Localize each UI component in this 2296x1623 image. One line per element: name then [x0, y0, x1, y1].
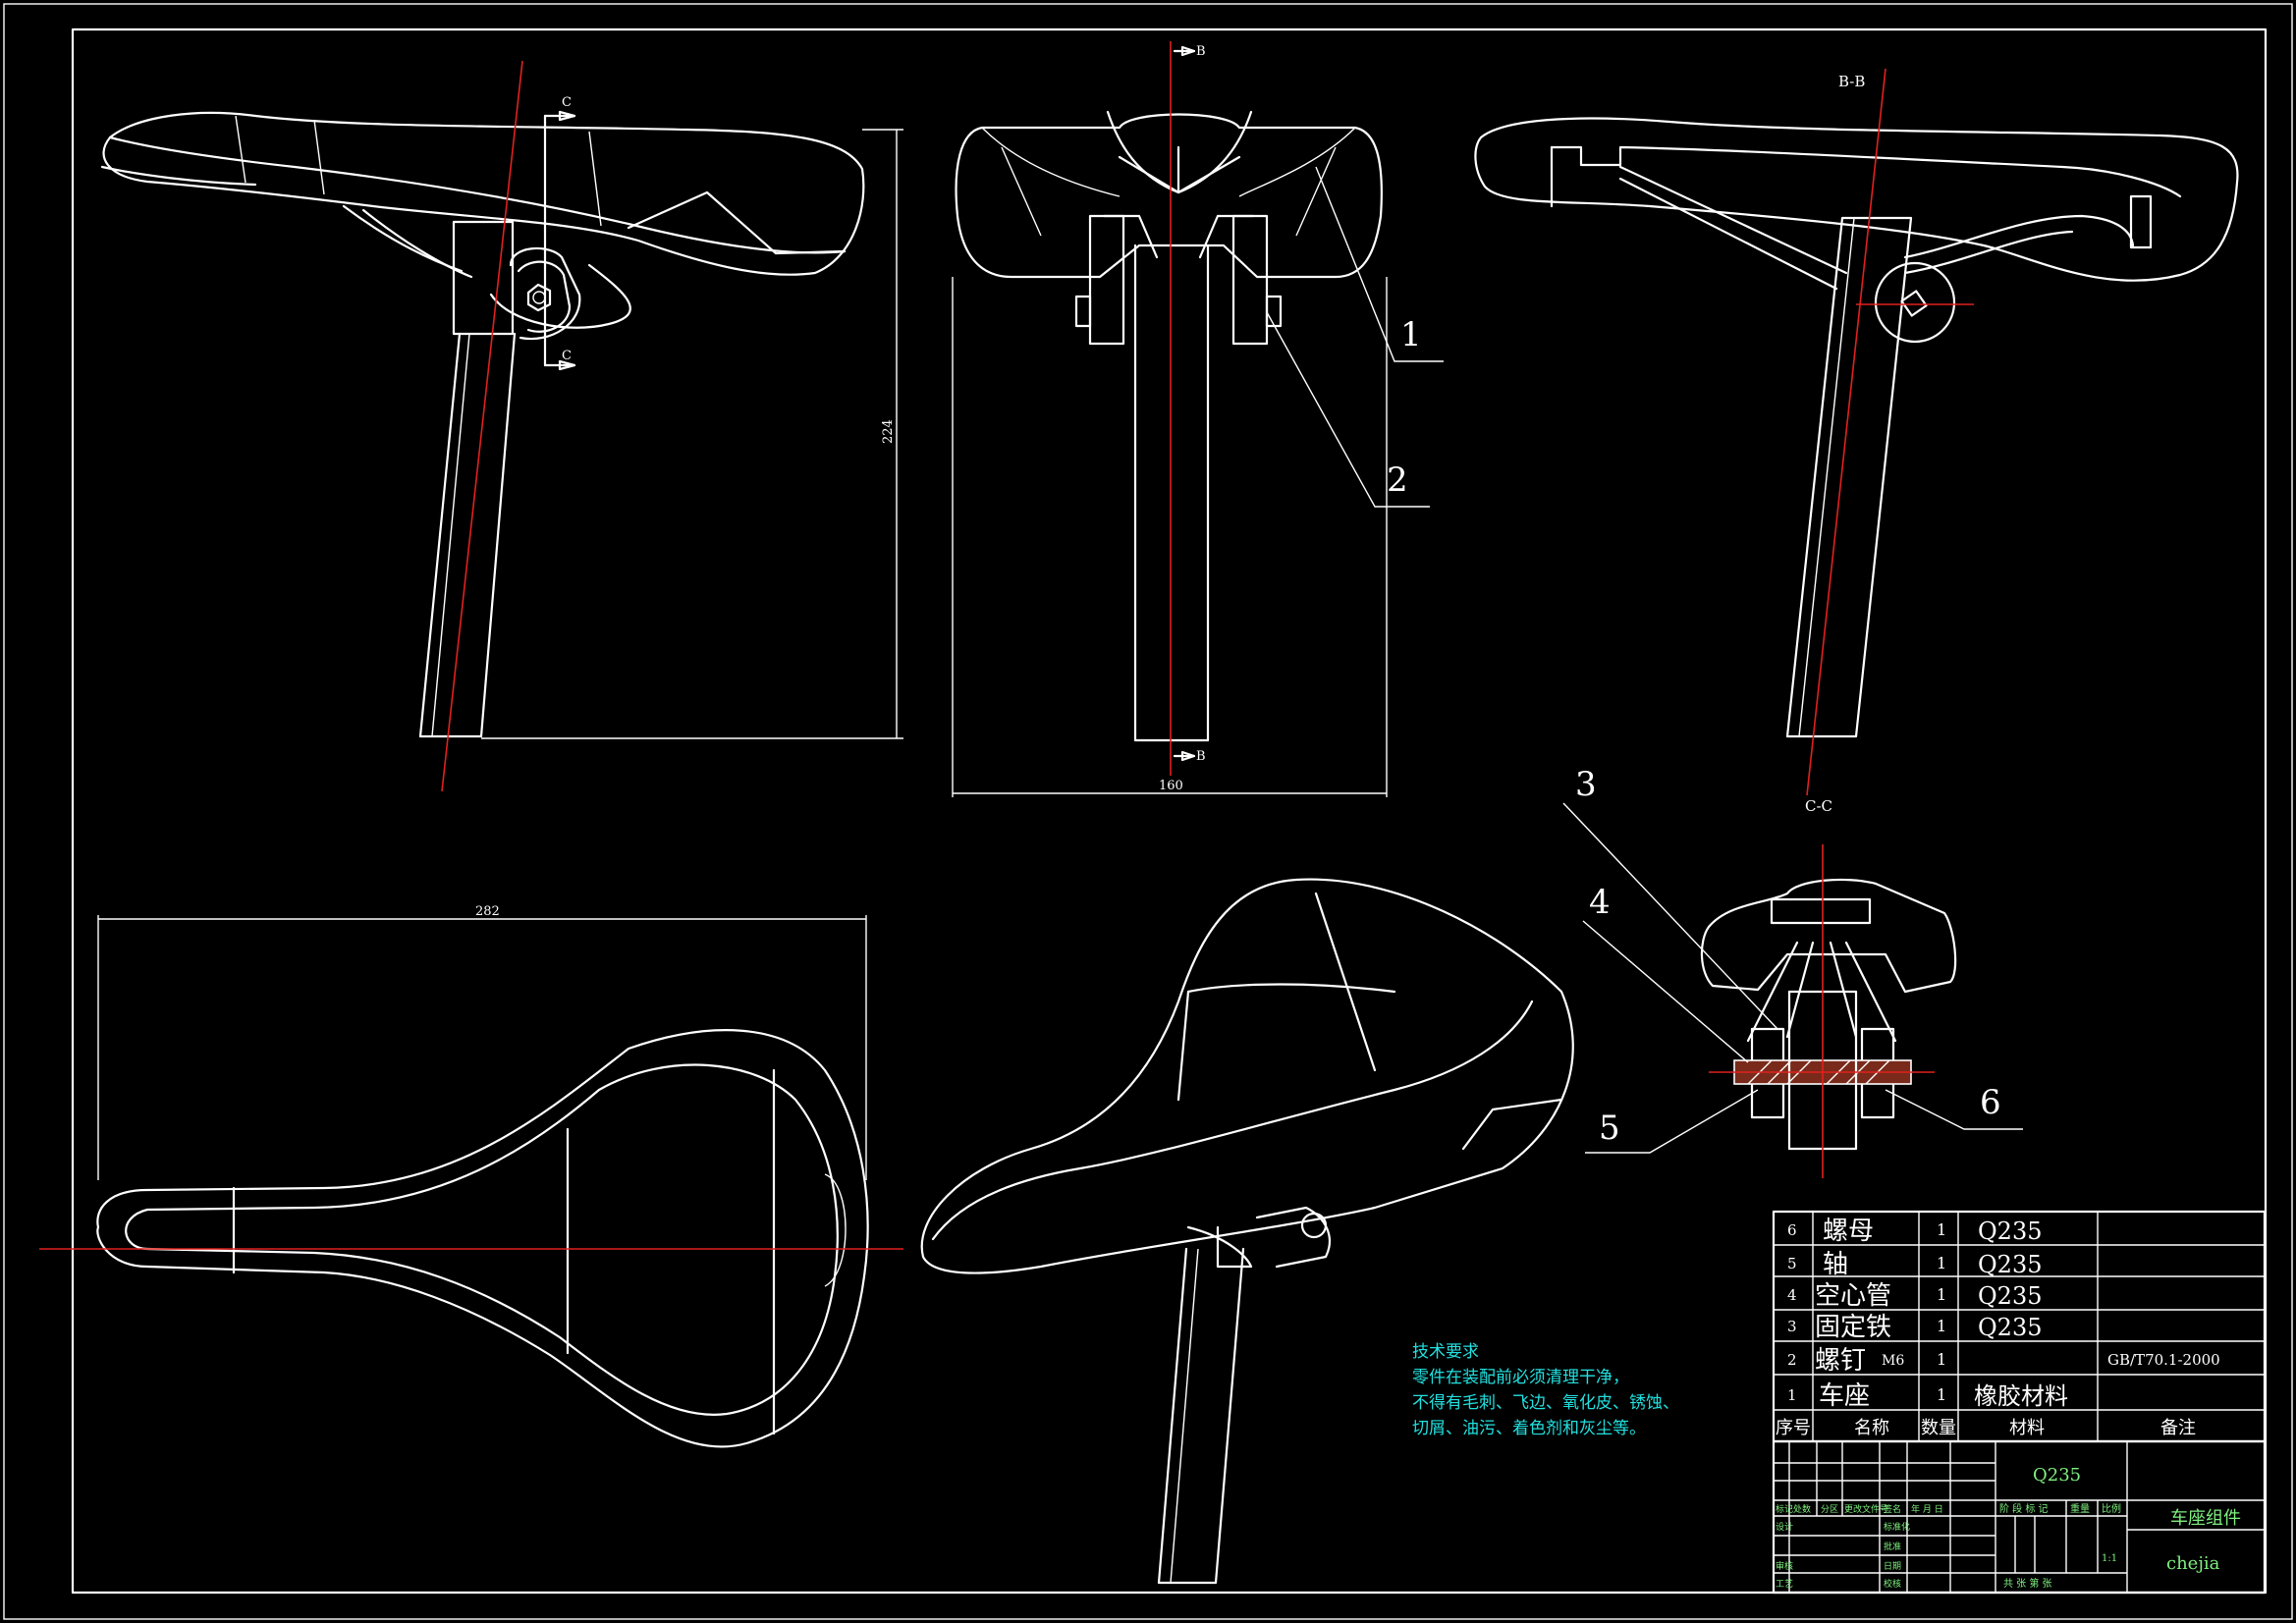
mid-label-standard: 标准化	[1884, 1521, 1910, 1533]
parts-row-1: 1 车座 1 橡胶材料	[1787, 1381, 2068, 1411]
parts-qty: 1	[1937, 1317, 1946, 1335]
top-view: 282	[39, 904, 903, 1448]
parts-material: Q235	[1978, 1314, 2042, 1341]
view-bb-label: B-B	[1838, 73, 1865, 90]
section-b-bottom: B	[1196, 749, 1206, 764]
left-label-design: 设计	[1776, 1521, 1793, 1533]
side-view: C C 224	[100, 60, 903, 792]
isometric-view	[920, 878, 1574, 1585]
parts-qty: 1	[1937, 1385, 1946, 1404]
parts-name: 固定铁	[1815, 1313, 1891, 1342]
parts-spec: M6	[1882, 1353, 1904, 1369]
parts-row-2: 2 螺钉 M6 1 GB/T70.1-2000	[1787, 1346, 2220, 1376]
technical-requirements: 技术要求 零件在装配前必须清理干净， 不得有毛刺、飞边、氧化皮、锈蚀、 切屑、油…	[1412, 1342, 1679, 1438]
section-cc-view: C-C 3 4 5 6	[1562, 765, 2023, 1178]
weight-label: 重量	[2070, 1502, 2090, 1515]
dim-height: 224	[881, 419, 896, 444]
section-c-top: C	[562, 95, 572, 110]
row-label-mark: 标记	[1776, 1503, 1793, 1515]
parts-name: 螺钉	[1815, 1346, 1866, 1376]
parts-material: Q235	[1978, 1282, 2042, 1310]
parts-qty: 1	[1937, 1285, 1946, 1304]
left-label-process: 工艺	[1776, 1579, 1793, 1590]
title-block: Q235 车座组件 chejia 1:1 阶 段 标 记 重量 比例 共 张 第…	[1772, 1439, 2267, 1595]
view-cc-label: C-C	[1805, 797, 1832, 815]
leader-1: 1	[1400, 315, 1422, 354]
parts-row-5: 5 轴 1 Q235	[1787, 1250, 2042, 1279]
leader-5: 5	[1599, 1109, 1620, 1148]
header-no: 序号	[1776, 1418, 1811, 1438]
tech-title: 技术要求	[1412, 1342, 1479, 1362]
section-b-top: B	[1196, 44, 1206, 59]
parts-row-6: 6 螺母 1 Q235	[1787, 1217, 2042, 1246]
leader-4: 4	[1589, 883, 1611, 922]
parts-material: Q235	[1978, 1217, 2042, 1245]
parts-row-4: 4 空心管 1 Q235	[1787, 1281, 2042, 1311]
parts-no: 2	[1787, 1351, 1797, 1369]
mid-label-date: 日期	[1884, 1561, 1901, 1572]
drawing-code: chejia	[2166, 1553, 2220, 1574]
leader-6: 6	[1980, 1083, 2001, 1122]
dim-front-width: 160	[1159, 779, 1183, 793]
parts-name: 空心管	[1815, 1281, 1891, 1311]
leader-3: 3	[1575, 765, 1597, 804]
parts-no: 3	[1787, 1318, 1797, 1335]
drawing-name: 车座组件	[2170, 1508, 2241, 1529]
dim-top-length: 282	[475, 904, 500, 919]
parts-qty: 1	[1937, 1350, 1946, 1369]
tech-line-1: 零件在装配前必须清理干净，	[1412, 1368, 1629, 1387]
row-label-sign: 签名	[1884, 1503, 1901, 1515]
outer-border	[3, 3, 2293, 1620]
tech-line-2: 不得有毛刺、飞边、氧化皮、锈蚀、	[1412, 1393, 1679, 1413]
parts-name: 车座	[1819, 1381, 1870, 1411]
section-bb-view: B-B	[1474, 68, 2239, 796]
parts-material: Q235	[1978, 1251, 2042, 1278]
row-label-change: 更改文件号	[1844, 1503, 1888, 1515]
parts-no: 4	[1787, 1286, 1797, 1304]
title-material: Q235	[2033, 1465, 2081, 1486]
parts-table: 6 螺母 1 Q235 5 轴 1 Q235 4 空心管 1 Q235 3 固定…	[1772, 1210, 2267, 1443]
parts-no: 1	[1787, 1386, 1797, 1404]
parts-row-3: 3 固定铁 1 Q235	[1787, 1313, 2042, 1342]
parts-qty: 1	[1937, 1220, 1946, 1239]
row-label-date: 年 月 日	[1911, 1503, 1943, 1515]
parts-note: GB/T70.1-2000	[2107, 1351, 2220, 1369]
inner-border	[71, 27, 2268, 1595]
section-c-bottom: C	[562, 349, 572, 363]
parts-no: 5	[1787, 1255, 1797, 1272]
tech-line-3: 切屑、油污、着色剂和灰尘等。	[1412, 1419, 1646, 1438]
row-label-zone: 分区	[1821, 1504, 1838, 1515]
stage-label: 阶 段 标 记	[1999, 1502, 2049, 1515]
parts-header: 序号 名称 数量 材料 备注	[1776, 1418, 2196, 1438]
header-note: 备注	[2160, 1418, 2196, 1438]
left-label-review: 审核	[1776, 1560, 1793, 1572]
mid-label-approve: 批准	[1884, 1541, 1901, 1552]
mid-label-check: 校核	[1884, 1578, 1901, 1590]
parts-material: 橡胶材料	[1974, 1382, 2068, 1410]
ratio-label: 比例	[2102, 1502, 2121, 1515]
header-name: 名称	[1854, 1418, 1889, 1438]
leader-2: 2	[1387, 460, 1408, 500]
header-qty: 数量	[1921, 1418, 1956, 1438]
front-view: B B 160 1 2	[952, 41, 1444, 797]
parts-name: 螺母	[1823, 1217, 1874, 1246]
row-label-count: 处数	[1793, 1503, 1811, 1515]
parts-no: 6	[1787, 1221, 1797, 1239]
parts-name: 轴	[1823, 1250, 1848, 1279]
parts-qty: 1	[1937, 1254, 1946, 1272]
header-material: 材料	[2009, 1418, 2045, 1438]
scale: 1:1	[2102, 1553, 2117, 1564]
sheet-label: 共 张 第 张	[2003, 1577, 2052, 1590]
